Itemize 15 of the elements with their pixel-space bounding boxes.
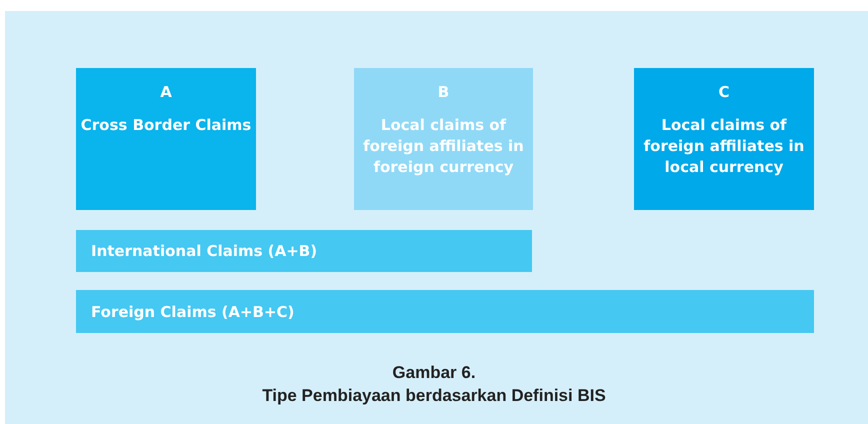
box-letter: C xyxy=(718,82,730,103)
box-label: Foreign Claims (A+B+C) xyxy=(91,302,294,320)
range-bar xyxy=(76,230,532,272)
category-box xyxy=(354,68,533,210)
box-label: International Claims (A+B) xyxy=(91,242,318,260)
category-box xyxy=(634,68,814,210)
category-box xyxy=(76,68,256,210)
figure-caption: Tipe Pembiayaan berdasarkan Definisi BIS xyxy=(261,386,607,406)
box-label: Local claims of foreign affiliates in foreign currency xyxy=(362,115,525,178)
box-letter: A xyxy=(160,82,172,103)
box-label: Local claims of foreign affiliates in local currency xyxy=(642,115,806,178)
figure-title: Gambar 6. xyxy=(391,363,477,383)
range-bar xyxy=(76,290,814,333)
box-label: Cross Border Claims xyxy=(80,115,252,136)
box-letter: B xyxy=(438,82,450,103)
